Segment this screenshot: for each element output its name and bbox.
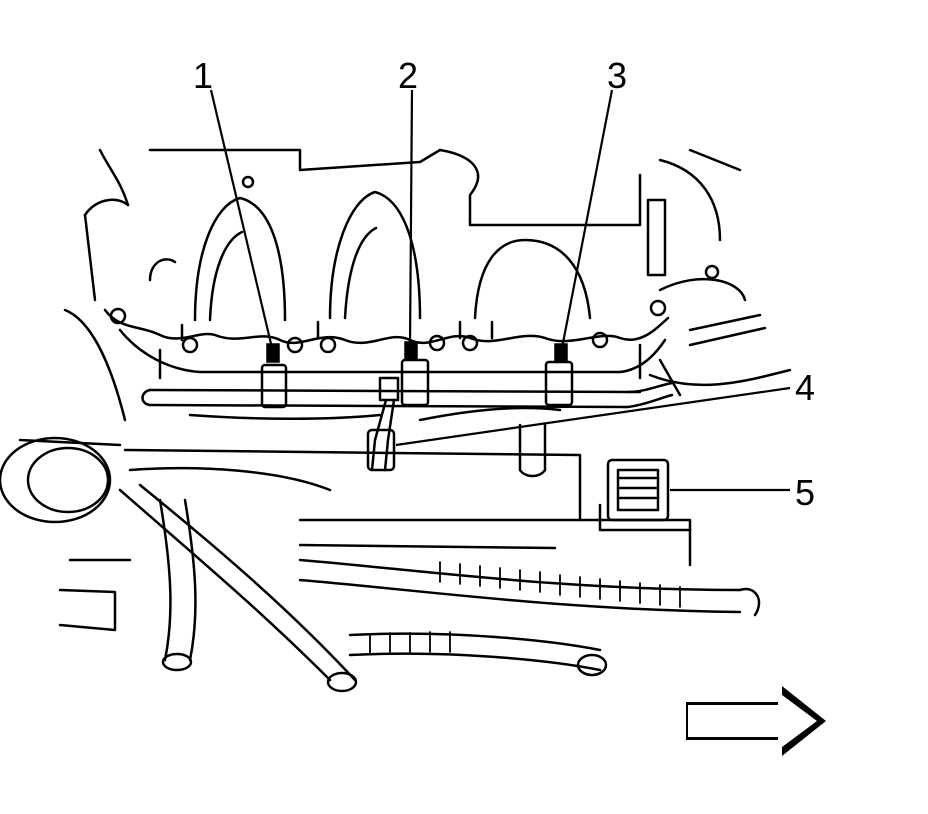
right-arrow-icon bbox=[686, 686, 826, 756]
injector-tips bbox=[266, 341, 568, 363]
leader-2 bbox=[408, 89, 414, 346]
callout-3: 3 bbox=[607, 55, 627, 96]
leader-4 bbox=[395, 386, 791, 447]
engine-illustration bbox=[0, 148, 792, 693]
callout-4: 4 bbox=[795, 367, 815, 408]
callout-2: 2 bbox=[398, 55, 418, 96]
leader-3 bbox=[560, 89, 614, 349]
callout-1: 1 bbox=[193, 55, 213, 96]
callout-5: 5 bbox=[795, 472, 815, 513]
leader-lines bbox=[209, 89, 791, 492]
callout-labels: 1 2 3 4 5 bbox=[193, 55, 815, 513]
leader-1 bbox=[209, 89, 274, 349]
